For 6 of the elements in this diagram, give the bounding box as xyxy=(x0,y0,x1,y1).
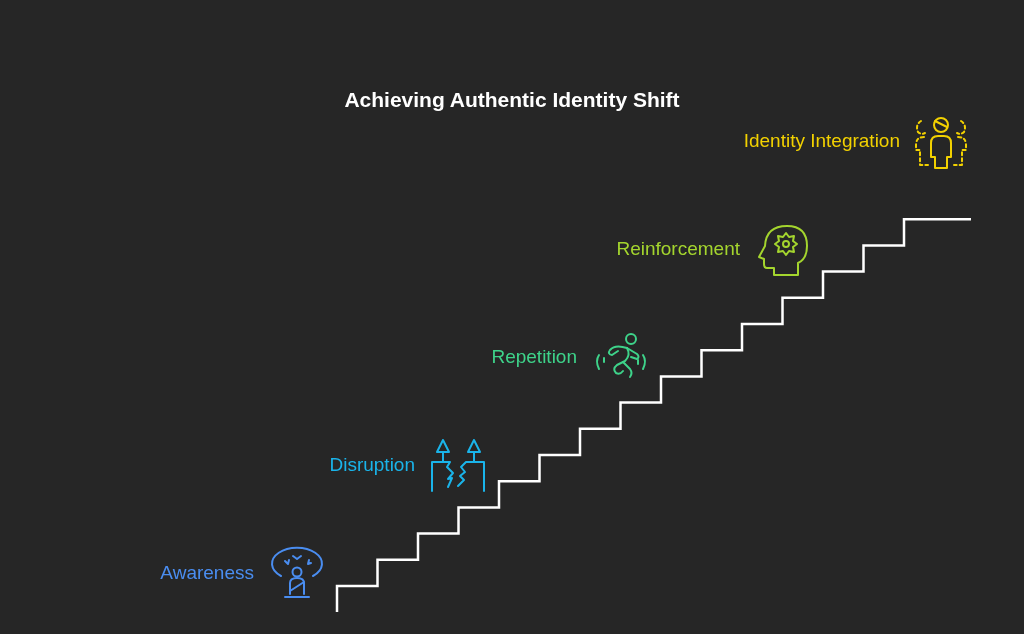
stage-label: Reinforcement xyxy=(616,237,740,261)
stage-label: Disruption xyxy=(329,453,415,477)
stage-label: Awareness xyxy=(160,561,254,585)
title: Achieving Authentic Identity Shift xyxy=(343,87,681,113)
stage-label: Identity Integration xyxy=(743,129,900,153)
stage-label: Repetition xyxy=(491,345,577,369)
